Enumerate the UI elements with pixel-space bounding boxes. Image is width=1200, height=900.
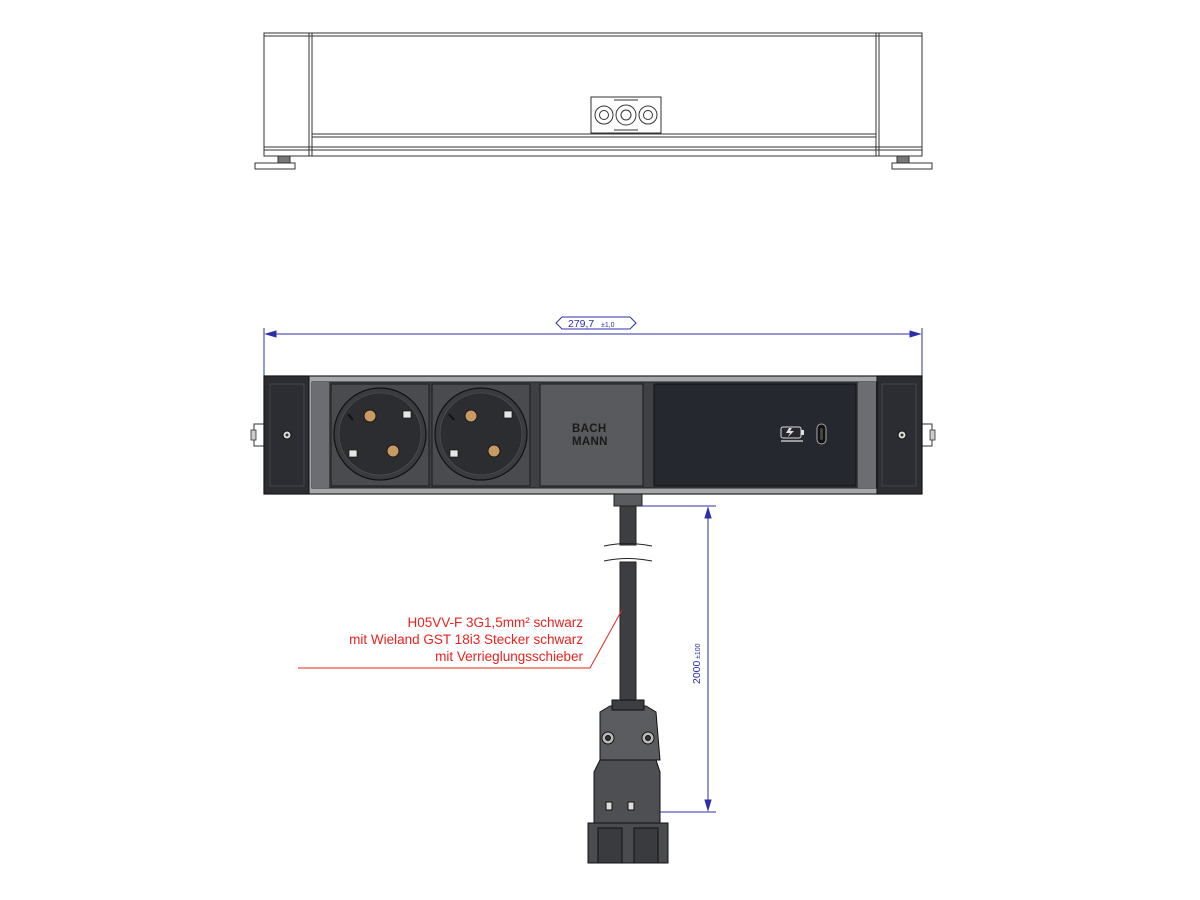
length-dimension-value: 2000 [691,660,703,684]
brand-logo-line1: BACH [572,423,606,435]
width-dimension [263,316,923,378]
usb-c-port-icon [816,423,827,445]
front-view [250,375,936,495]
width-dimension-value: 279,7 [568,318,594,330]
cable-callout-line3: mit Verrieglungsschieber [435,649,583,664]
schuko-socket-icon [431,383,531,487]
schuko-socket-icon [330,383,430,487]
rear-connector-icon [590,96,662,134]
cable-callout-leader [298,609,623,669]
cable [603,493,653,711]
gst18-connector-icon [587,699,669,864]
cable-callout-line2: mit Wieland GST 18i3 Stecker schwarz [349,632,583,647]
cable-callout-line1: H05VV-F 3G1,5mm² schwarz [407,615,583,630]
usb-charger-icon [780,426,804,442]
length-dimension-tolerance: ±100 [695,643,702,659]
brand-logo-line2: MANN [572,436,608,448]
top-view [254,32,933,170]
length-dimension [642,505,716,813]
width-dimension-tolerance: ±1,0 [601,322,615,329]
